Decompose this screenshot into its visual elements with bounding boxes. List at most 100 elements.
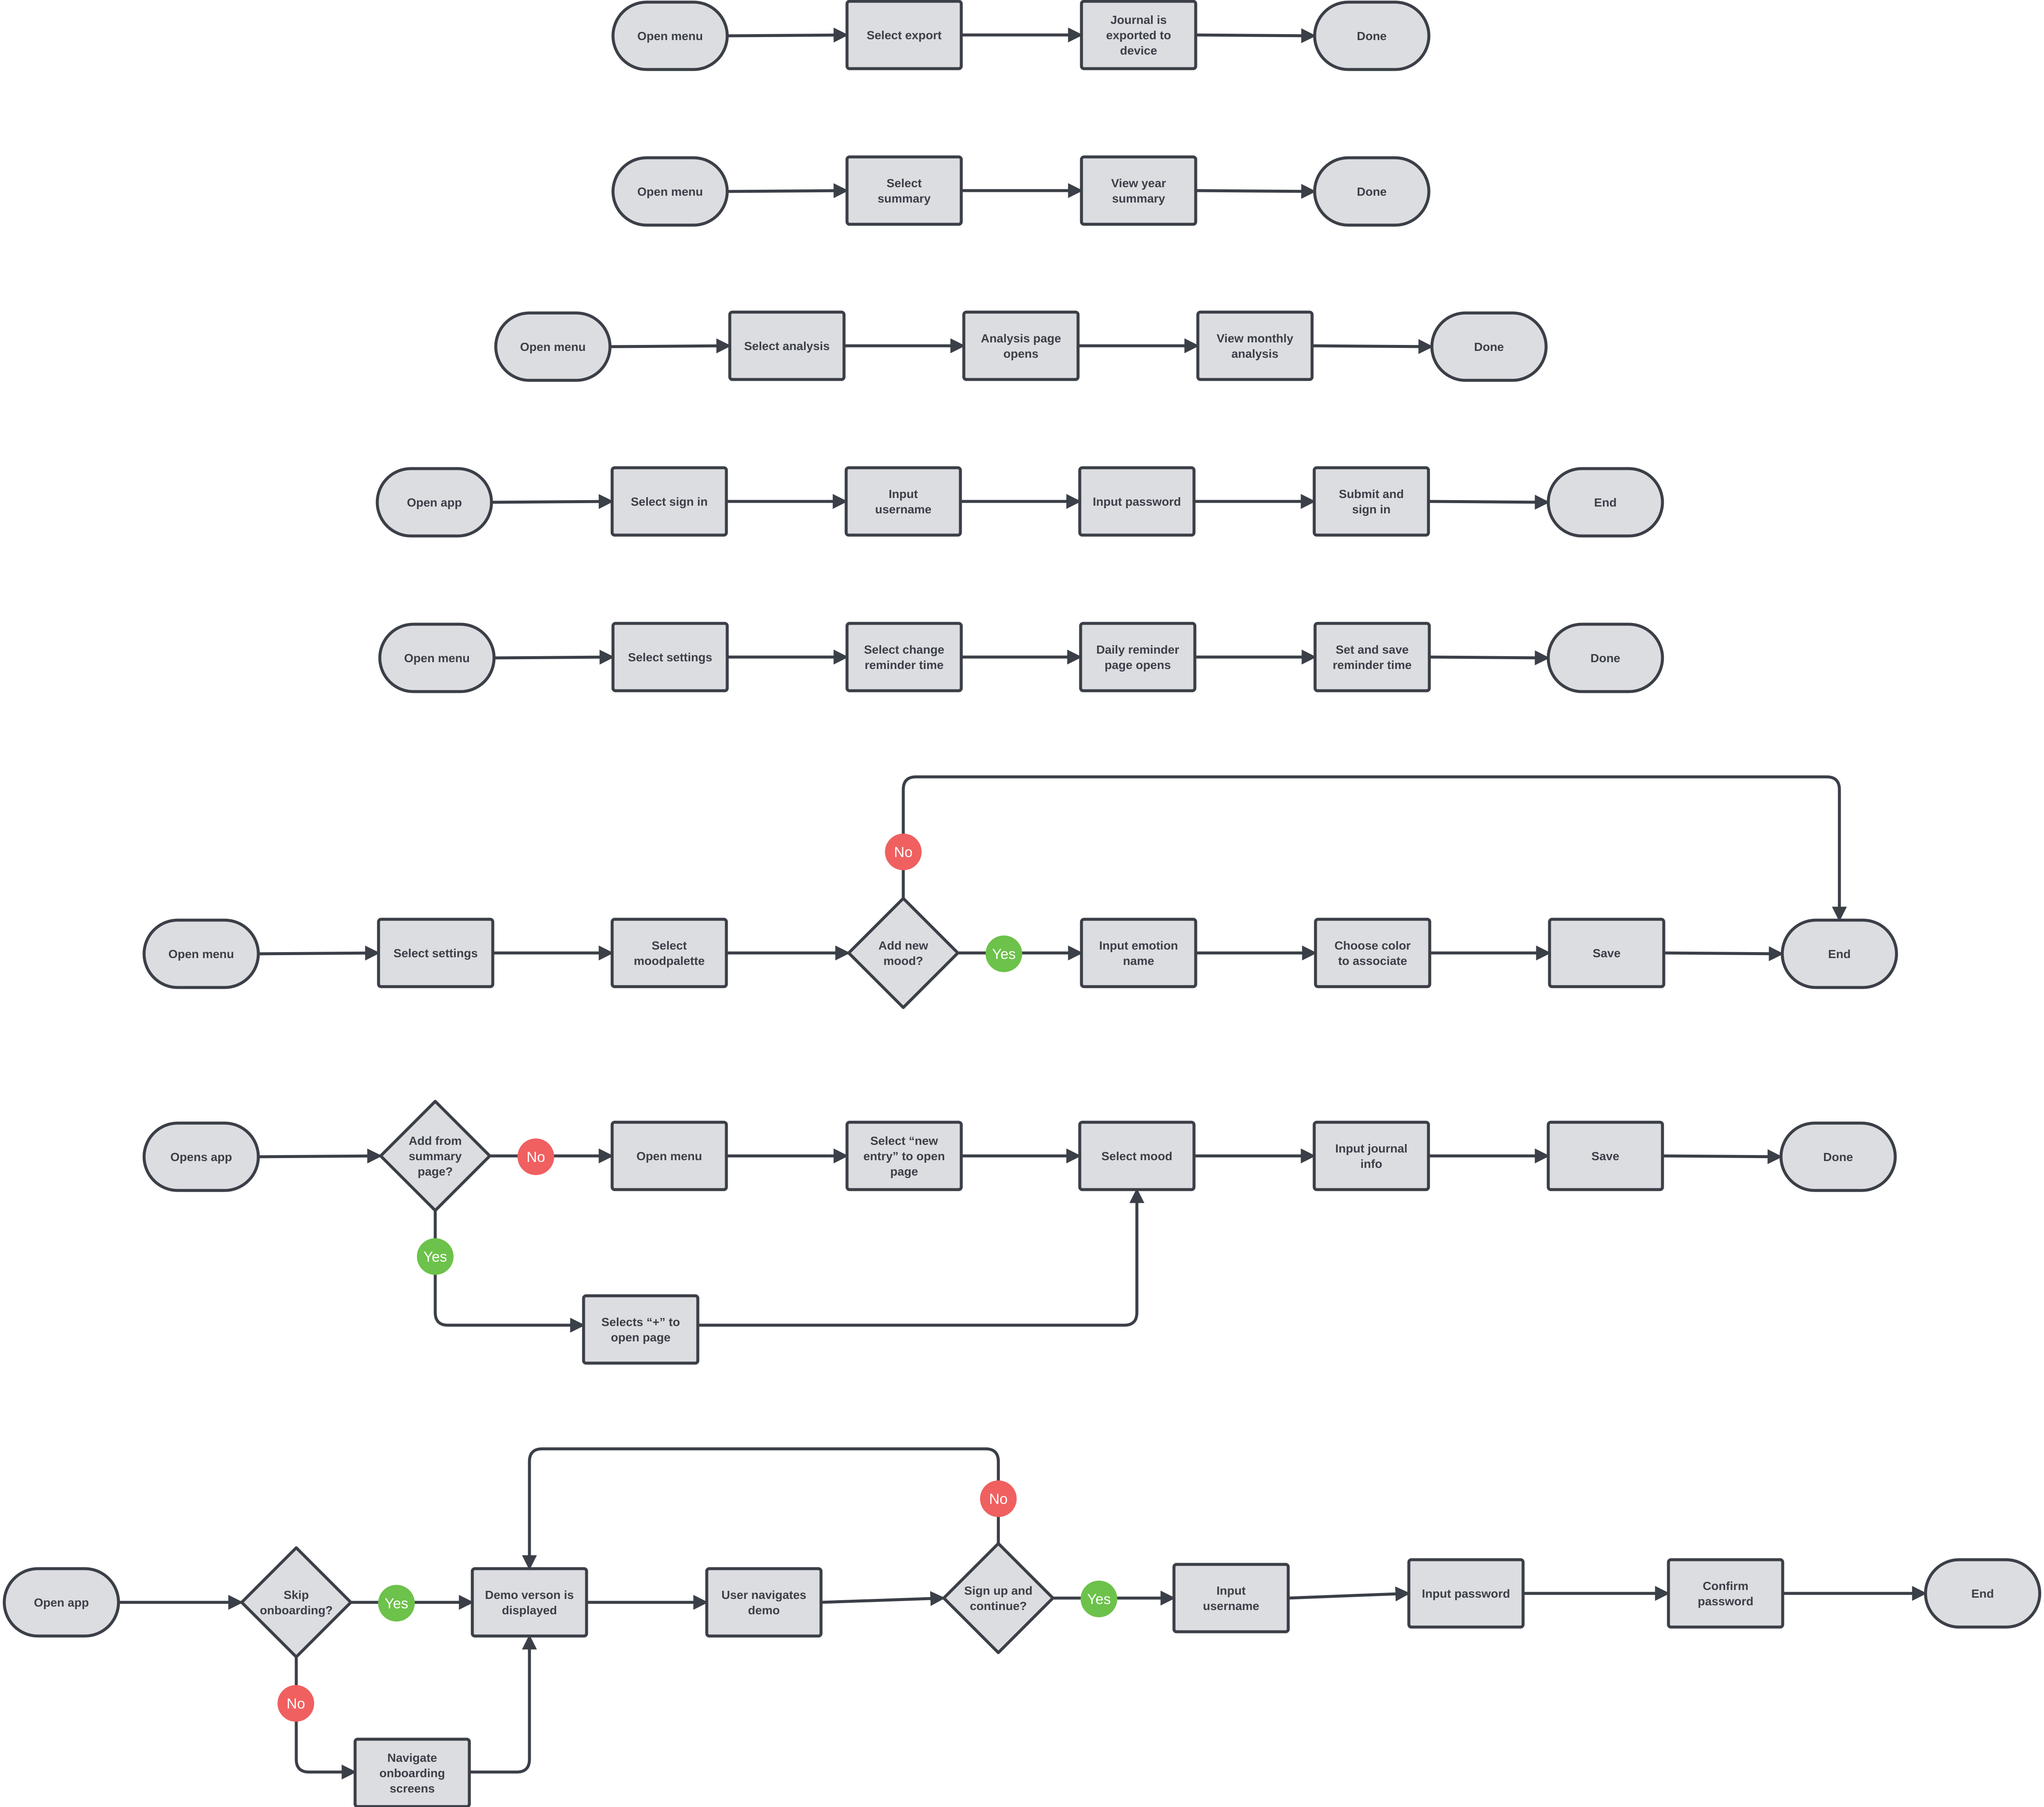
node-label: Select settings [628,651,712,664]
node-label-line: Done [1357,185,1387,198]
year-summary-flow-node-terminal: Done [1313,156,1431,227]
process-shape [1079,622,1197,692]
mood-palette-flow-node-process: Save [1548,918,1665,988]
process-shape [728,310,846,381]
yes-badge-label: Yes [423,1249,447,1265]
terminal-shape [1547,467,1664,538]
process-shape [1080,0,1197,70]
node-label-line: Sign up and [964,1584,1032,1597]
onboarding-flow-node-terminal: End [1924,1558,2041,1629]
sign-in-flow-connector-d5-d6 [1428,495,1550,510]
terminal-shape [1924,1558,2041,1629]
mood-palette-flow-badge-yes: Yes [986,935,1022,972]
node-label-line: Open menu [636,1150,702,1163]
onboarding-flow-badge-yes: Yes [378,1585,415,1622]
node-label: End [1594,496,1617,509]
node-label-line: Input journal [1335,1142,1408,1155]
reminder-time-flow-node-terminal: Open menu [378,623,496,693]
node-label: Open menu [636,1150,702,1163]
node-label: Open app [407,496,462,509]
node-label-line: onboarding [379,1766,445,1780]
no-badge-label: No [526,1149,545,1165]
node-label: Open menu [168,947,234,961]
node-label: Done [1823,1150,1853,1164]
node-label-line: End [1972,1587,1994,1600]
sign-in-flow-node-process: Input password [1078,466,1196,537]
node-label-line: Select mood [1102,1150,1172,1163]
yes-badge-circle [378,1585,415,1622]
decision-shape [942,1542,1055,1654]
process-shape [1314,918,1431,988]
process-shape [844,466,962,537]
process-shape [1313,1121,1430,1191]
process-shape [845,0,963,70]
process-shape [1078,466,1196,537]
node-label: Open menu [637,185,703,198]
node-label-line: Open menu [637,185,703,198]
node-label-line: Choose color [1335,939,1411,952]
process-shape [582,1294,700,1365]
node-label-line: Select sign in [631,495,708,508]
monthly-analysis-flow-node-terminal: Done [1430,311,1548,382]
node-label-line: onboarding? [260,1604,332,1617]
decision-shape [847,897,960,1009]
yes-badge-label: Yes [385,1596,408,1612]
connectors [119,27,1927,1780]
node-label-line: Confirm [1703,1579,1748,1593]
new-entry-flow-connector-g9-g5 [698,1188,1145,1327]
node-label-line: Open menu [168,947,234,961]
reminder-time-flow-node-terminal: Done [1547,623,1664,693]
node-label-line: Open menu [404,652,470,665]
no-badge-label: No [286,1696,305,1712]
node-label-line: Done [1590,652,1620,665]
yes-badge-label: Yes [1087,1591,1110,1607]
node-label-line: Done [1357,29,1387,43]
no-badge-circle [518,1138,554,1175]
node-label: Input password [1093,495,1181,508]
node-label-line: moodpalette [634,954,705,967]
node-label-line: Select “new [870,1134,938,1147]
new-entry-flow-node-terminal: Done [1779,1121,1897,1192]
new-entry-flow-connector-g2-g9 [434,1210,585,1333]
process-shape [611,622,729,692]
process-shape [610,918,728,988]
onboarding-flow-connector-h4-h5 [821,1591,945,1606]
node-label-line: Open app [34,1596,89,1609]
sign-in-flow-connector-d1-d2 [491,494,614,509]
process-shape [471,1567,588,1638]
node-label-line: name [1123,954,1154,967]
export-journal-flow-node-terminal: Done [1313,0,1431,71]
sign-in-flow-node-process: Select sign in [610,466,728,537]
node-label-line: analysis [1232,347,1279,360]
terminal-shape [378,623,496,693]
onboarding-flow-badge-no: No [278,1685,314,1722]
reminder-time-flow-connector-e1-e2 [494,649,615,665]
node-label-line: username [1203,1599,1259,1613]
terminal-shape [494,311,612,382]
new-entry-flow-node-terminal: Opens app [142,1121,260,1192]
node-label-line: Input [1217,1584,1246,1597]
terminal-shape [142,918,260,989]
monthly-analysis-flow-connector-c4-c5 [1312,339,1434,354]
node-label-line: Journal is [1110,13,1167,26]
